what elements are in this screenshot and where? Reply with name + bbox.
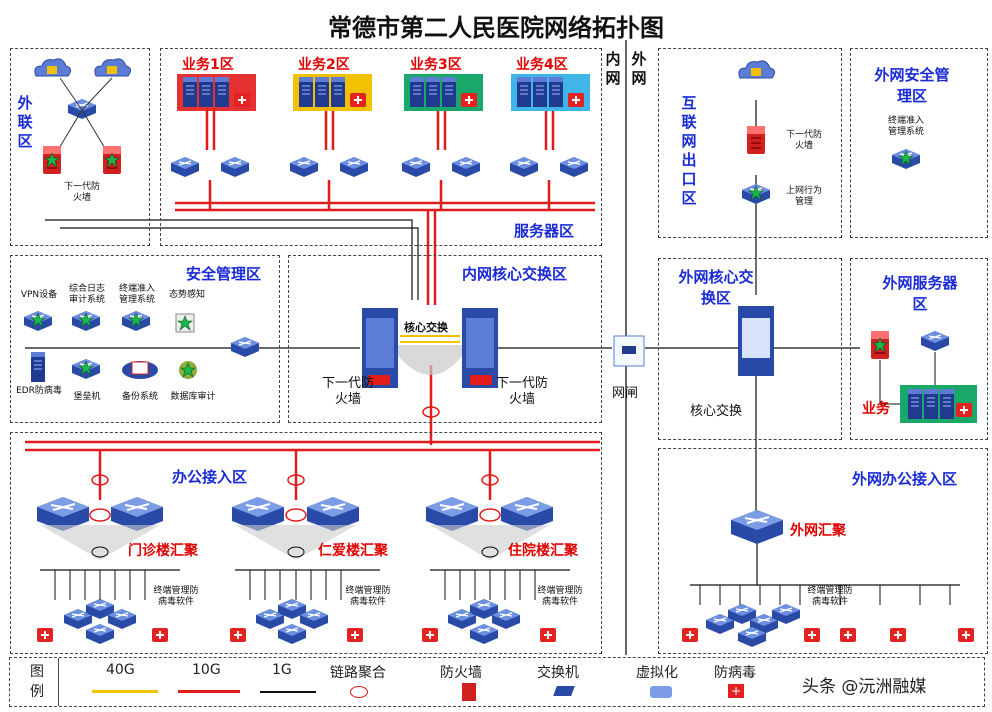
zone-office [10, 432, 602, 654]
label-business-3: 业务3区 [410, 57, 462, 73]
security-item-log-audit: 综合日志审计系统 [68, 284, 105, 305]
zone-ext-server [850, 258, 988, 440]
extranet-label: 外网 [631, 50, 647, 87]
ext-aggregation-label: 外网汇聚 [790, 523, 846, 539]
security-item-backup: 备份系统 [121, 392, 158, 402]
label-ext-office: 外网办公接入区 [852, 470, 958, 488]
core-firewall-left-label: 下一代防火墙 [321, 376, 374, 407]
label-external: 外联区 [17, 94, 33, 150]
av-label-3: 终端管理防病毒软件 [537, 586, 583, 607]
label-business-2: 业务2区 [298, 57, 350, 73]
core-switch-inner-label: 核心交换 [404, 321, 448, 334]
zone-ext-core [658, 258, 842, 440]
ext-core-switch-label: 核心交换 [690, 404, 743, 419]
ring-icon [350, 686, 368, 698]
virtualization-icon [650, 686, 672, 698]
firewall-icon [462, 683, 476, 701]
av-label-2: 终端管理防病毒软件 [345, 586, 391, 607]
av-label-ext: 终端管理防病毒软件 [807, 586, 853, 607]
behavior-mgmt-label: 上网行为管理 [785, 186, 822, 207]
security-item-access: 终端准入管理系统 [118, 284, 155, 305]
label-ext-server: 外网服务器区 [882, 274, 958, 313]
security-item-bastion: 堡垒机 [73, 392, 101, 402]
business-servers [177, 74, 590, 111]
watermark: 头条 @沅洲融媒 [802, 677, 927, 697]
legend-virtualization: 虚拟化 [636, 665, 678, 681]
label-internet-exit: 互联网出口区 [681, 94, 697, 207]
label-business-4: 业务4区 [516, 57, 568, 73]
security-item-vpn: VPN设备 [20, 290, 58, 300]
label-ext-security: 外网安全管理区 [874, 66, 950, 105]
internet-firewall-label: 下一代防火墙 [785, 130, 822, 151]
zone-ext-office [658, 448, 988, 654]
legend-link-agg: 链路聚合 [330, 665, 386, 681]
label-office-zone: 办公接入区 [172, 468, 248, 486]
zone-security [10, 255, 280, 423]
building-3-aggregation: 住院楼汇聚 [508, 543, 578, 559]
gatekeeper-label: 网闸 [612, 386, 639, 401]
legend-1g: 1G [272, 662, 292, 678]
legend-antivirus: 防病毒 [714, 665, 756, 681]
security-item-situational: 态势感知 [168, 290, 205, 300]
security-item-edr: EDR防病毒 [16, 386, 62, 396]
antivirus-icon: + [728, 684, 744, 698]
zone-internet-exit [658, 48, 842, 238]
building-2-aggregation: 仁爱楼汇聚 [318, 543, 388, 559]
zone-external [10, 48, 150, 246]
legend: 图例 40G 10G 1G 链路聚合 防火墙 交换机 虚拟化 防病毒 + 头条 … [9, 657, 985, 707]
label-ext-core: 外网核心交换区 [678, 268, 754, 307]
label-business-1: 业务1区 [182, 57, 234, 73]
label-security-zone: 安全管理区 [186, 265, 262, 283]
security-item-db-audit: 数据库审计 [170, 392, 216, 402]
zone-ext-security [850, 48, 988, 238]
external-firewall-label: 下一代防火墙 [63, 182, 100, 203]
av-label-1: 终端管理防病毒软件 [153, 586, 199, 607]
switch-icon [553, 686, 575, 696]
legend-switch: 交换机 [537, 665, 579, 681]
label-server-zone: 服务器区 [514, 222, 575, 240]
terminal-access-label: 终端准入管理系统 [887, 116, 924, 137]
intranet-label: 内网 [605, 50, 621, 87]
building-1-aggregation: 门诊楼汇聚 [128, 543, 198, 559]
zone-server [160, 48, 602, 246]
page-title: 常德市第二人民医院网络拓扑图 [328, 14, 664, 42]
label-core-zone: 内网核心交换区 [462, 265, 568, 283]
legend-firewall: 防火墙 [440, 665, 482, 681]
legend-title: 图例 [30, 664, 44, 700]
legend-10g: 10G [192, 662, 221, 678]
core-firewall-right-label: 下一代防火墙 [495, 376, 548, 407]
ext-business-label: 业务 [862, 401, 890, 417]
legend-40g: 40G [106, 662, 135, 678]
zone-core [288, 255, 602, 423]
